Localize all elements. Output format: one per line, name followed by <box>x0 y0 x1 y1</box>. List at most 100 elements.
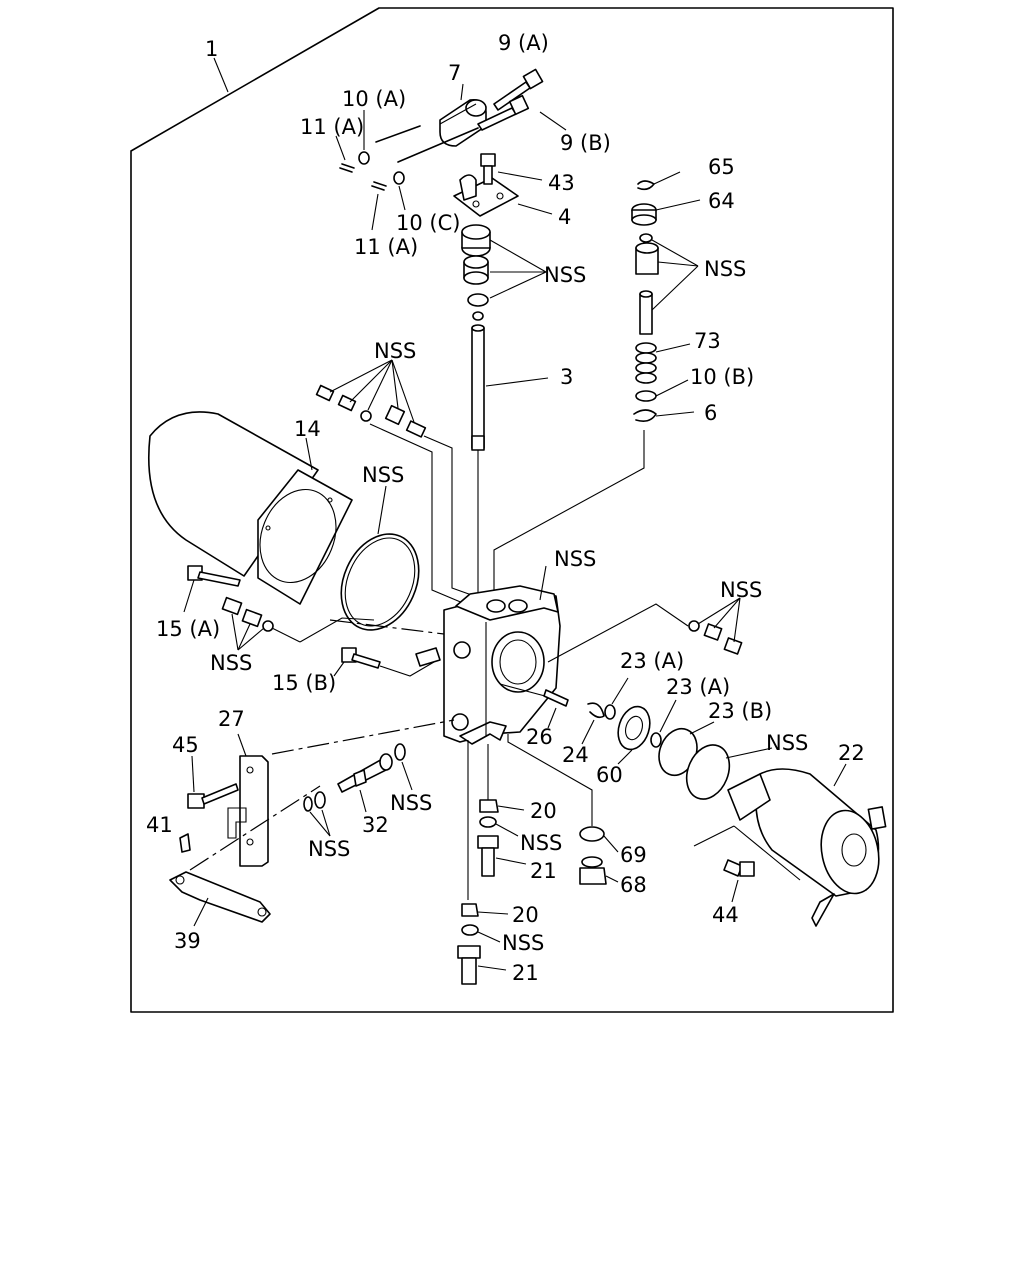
motor-22 <box>727 768 887 927</box>
bolt-15a <box>187 565 241 587</box>
label-14: 14 <box>294 417 321 441</box>
label-21-bottom: 21 <box>512 961 539 985</box>
diagram-frame <box>130 7 894 1013</box>
bolt-21-bottom <box>457 945 481 985</box>
label-9a: 9 (A) <box>498 31 549 55</box>
label-45: 45 <box>172 733 199 757</box>
label-15a: 15 (A) <box>156 617 220 641</box>
pin-housing-left <box>415 647 441 667</box>
label-60: 60 <box>596 763 623 787</box>
plugs-nss-right <box>688 620 743 655</box>
cotter-pin-11a-top <box>339 163 355 173</box>
label-15b: 15 (B) <box>272 671 336 695</box>
plugs-nss-upper <box>315 384 427 438</box>
washer-10c <box>393 171 405 185</box>
valve-housing <box>443 585 561 745</box>
label-6: 6 <box>704 401 717 425</box>
shaft-32 <box>337 753 393 793</box>
washer-10a <box>358 151 370 165</box>
cotter-pin-11a-bottom <box>371 181 387 191</box>
assembly-number: 1 <box>205 37 218 61</box>
pin-26 <box>543 689 569 707</box>
label-39: 39 <box>174 929 201 953</box>
plug-68 <box>579 856 607 885</box>
spring-73 <box>635 342 657 384</box>
plugs-nss-lower-left <box>221 596 274 632</box>
label-nss-left-lower: NSS <box>210 651 252 675</box>
label-4: 4 <box>558 205 571 229</box>
plate-27 <box>227 755 269 867</box>
label-23b: 23 (B) <box>708 699 772 723</box>
washer-23a-1 <box>604 704 616 720</box>
seal-stack-nss-top <box>461 224 491 321</box>
washer-23a-2 <box>650 732 662 748</box>
label-nss-right-top: NSS <box>704 257 746 281</box>
cylinder-14 <box>147 411 353 605</box>
label-7: 7 <box>448 61 461 85</box>
label-nss-oring-20: NSS <box>520 831 562 855</box>
bolt-9b <box>477 94 530 131</box>
label-26: 26 <box>526 725 553 749</box>
oring-nss-20 <box>479 816 497 828</box>
label-nss-oring-bottom: NSS <box>502 931 544 955</box>
snap-ring-65 <box>637 180 655 191</box>
label-44: 44 <box>712 903 739 927</box>
label-22: 22 <box>838 741 865 765</box>
label-nss-housing: NSS <box>554 547 596 571</box>
label-41: 41 <box>146 813 173 837</box>
bolt-21-top <box>477 835 499 877</box>
oring-nss-motor <box>685 744 731 800</box>
ring-nss-lever-1 <box>303 796 313 812</box>
label-10b: 10 (B) <box>690 365 754 389</box>
label-nss-shaft: NSS <box>390 791 432 815</box>
label-27: 27 <box>218 707 245 731</box>
label-20-bottom: 20 <box>512 903 539 927</box>
bolt-9a <box>493 68 544 111</box>
label-24: 24 <box>562 743 589 767</box>
label-10c: 10 (C) <box>396 211 460 235</box>
gasket-nss <box>340 533 420 631</box>
washer-10b <box>635 390 657 402</box>
label-nss-lever-rings: NSS <box>308 837 350 861</box>
oring-nss-bottom <box>461 924 479 936</box>
plug-64 <box>631 203 657 226</box>
label-11a-bottom: 11 (A) <box>354 235 418 259</box>
bracket-4 <box>453 174 519 217</box>
oring-nss-shaft <box>394 743 406 761</box>
label-3: 3 <box>560 365 573 389</box>
nut-20-top <box>479 799 499 813</box>
label-10a: 10 (A) <box>342 87 406 111</box>
nut-20-bottom <box>461 903 479 917</box>
bolt-45 <box>187 783 239 809</box>
label-9b: 9 (B) <box>560 131 611 155</box>
label-73: 73 <box>694 329 721 353</box>
valve-nss-right <box>635 233 659 335</box>
label-nss-top: NSS <box>544 263 586 287</box>
label-69: 69 <box>620 843 647 867</box>
oring-69 <box>579 826 605 842</box>
bolt-43 <box>480 153 496 185</box>
label-nss-right-plugs: NSS <box>720 578 762 602</box>
bolt-44 <box>723 859 755 877</box>
assembly-leader <box>213 57 229 93</box>
label-nss-left-plugs: NSS <box>374 339 416 363</box>
label-23a-2: 23 (A) <box>666 675 730 699</box>
bolt-15b <box>341 647 381 669</box>
pin-41 <box>179 833 191 853</box>
label-20-top: 20 <box>530 799 557 823</box>
label-68: 68 <box>620 873 647 897</box>
snap-ring-6 <box>633 409 657 422</box>
snap-ring-24 <box>587 702 605 719</box>
label-nss-gasket: NSS <box>362 463 404 487</box>
pin-7 <box>439 98 487 147</box>
label-64: 64 <box>708 189 735 213</box>
label-23a-1: 23 (A) <box>620 649 684 673</box>
callout-labels: 9 (A) 7 10 (A) 11 (A) 9 (B) 43 4 10 (C) … <box>146 31 865 985</box>
label-nss-motor-ring: NSS <box>766 731 808 755</box>
bearing-60 <box>617 705 651 751</box>
label-21-top: 21 <box>530 859 557 883</box>
label-11a-top: 11 (A) <box>300 115 364 139</box>
lever-39 <box>169 871 271 923</box>
